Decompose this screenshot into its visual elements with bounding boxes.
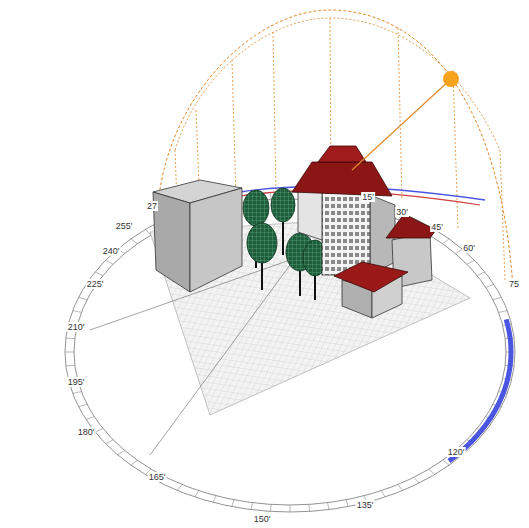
ring-tick <box>414 477 419 483</box>
ring-tick <box>79 297 87 299</box>
altitude-label: 60' <box>462 243 476 253</box>
ring-tick <box>251 503 253 510</box>
azimuth-label: 195' <box>67 377 86 387</box>
ring-tick <box>86 417 94 420</box>
azimuth-label: 240' <box>102 246 121 256</box>
ring-tick <box>486 284 494 287</box>
ring-tick <box>328 503 330 510</box>
ring-tick <box>213 496 216 503</box>
ring-tick <box>381 491 385 497</box>
azimuth-label: 225' <box>86 279 105 289</box>
ring-tick <box>106 440 113 444</box>
ring-tick <box>493 297 501 299</box>
ring-tick <box>429 469 435 474</box>
azimuth-label: 165' <box>148 472 167 482</box>
azimuth-label: 210' <box>67 322 86 332</box>
azimuth-label: 120' <box>447 447 466 457</box>
ring-tick <box>95 429 103 433</box>
ring-tick <box>270 193 272 200</box>
azimuth-label: 180' <box>77 427 96 437</box>
azimuth-label: 27 <box>146 201 158 211</box>
azimuth-label: 150' <box>253 514 272 524</box>
ring-tick <box>73 392 82 394</box>
altitude-label: 75 <box>508 279 520 289</box>
altitude-label: 45' <box>430 222 444 232</box>
ring-tick <box>118 450 125 454</box>
ring-tick <box>443 460 449 465</box>
azimuth-label: 255' <box>115 221 134 231</box>
ring-tick <box>106 260 113 264</box>
ring-tick <box>477 272 485 276</box>
ring-tick <box>95 272 103 276</box>
ring-tick <box>346 500 348 507</box>
ring-tick <box>398 485 403 491</box>
ring-tick <box>308 504 310 511</box>
altitude-label: 15' <box>361 192 375 202</box>
ring-tick <box>290 505 291 512</box>
ring-tick <box>499 311 508 313</box>
ring-tick <box>66 338 75 340</box>
ring-tick <box>232 500 234 507</box>
ring-tick <box>73 311 82 313</box>
azimuth-label: 135' <box>356 500 375 510</box>
ring-tick <box>65 352 74 353</box>
ring-tick <box>178 485 183 491</box>
ring-tick <box>79 404 87 406</box>
ring-tick <box>131 460 137 465</box>
ring-tick <box>467 260 474 264</box>
ring-tick <box>270 504 272 511</box>
ring-tick <box>195 491 199 497</box>
ring-tick <box>443 239 449 244</box>
ring-tick <box>131 239 137 244</box>
ring-tick <box>66 365 75 367</box>
altitude-label: 30' <box>395 207 409 217</box>
